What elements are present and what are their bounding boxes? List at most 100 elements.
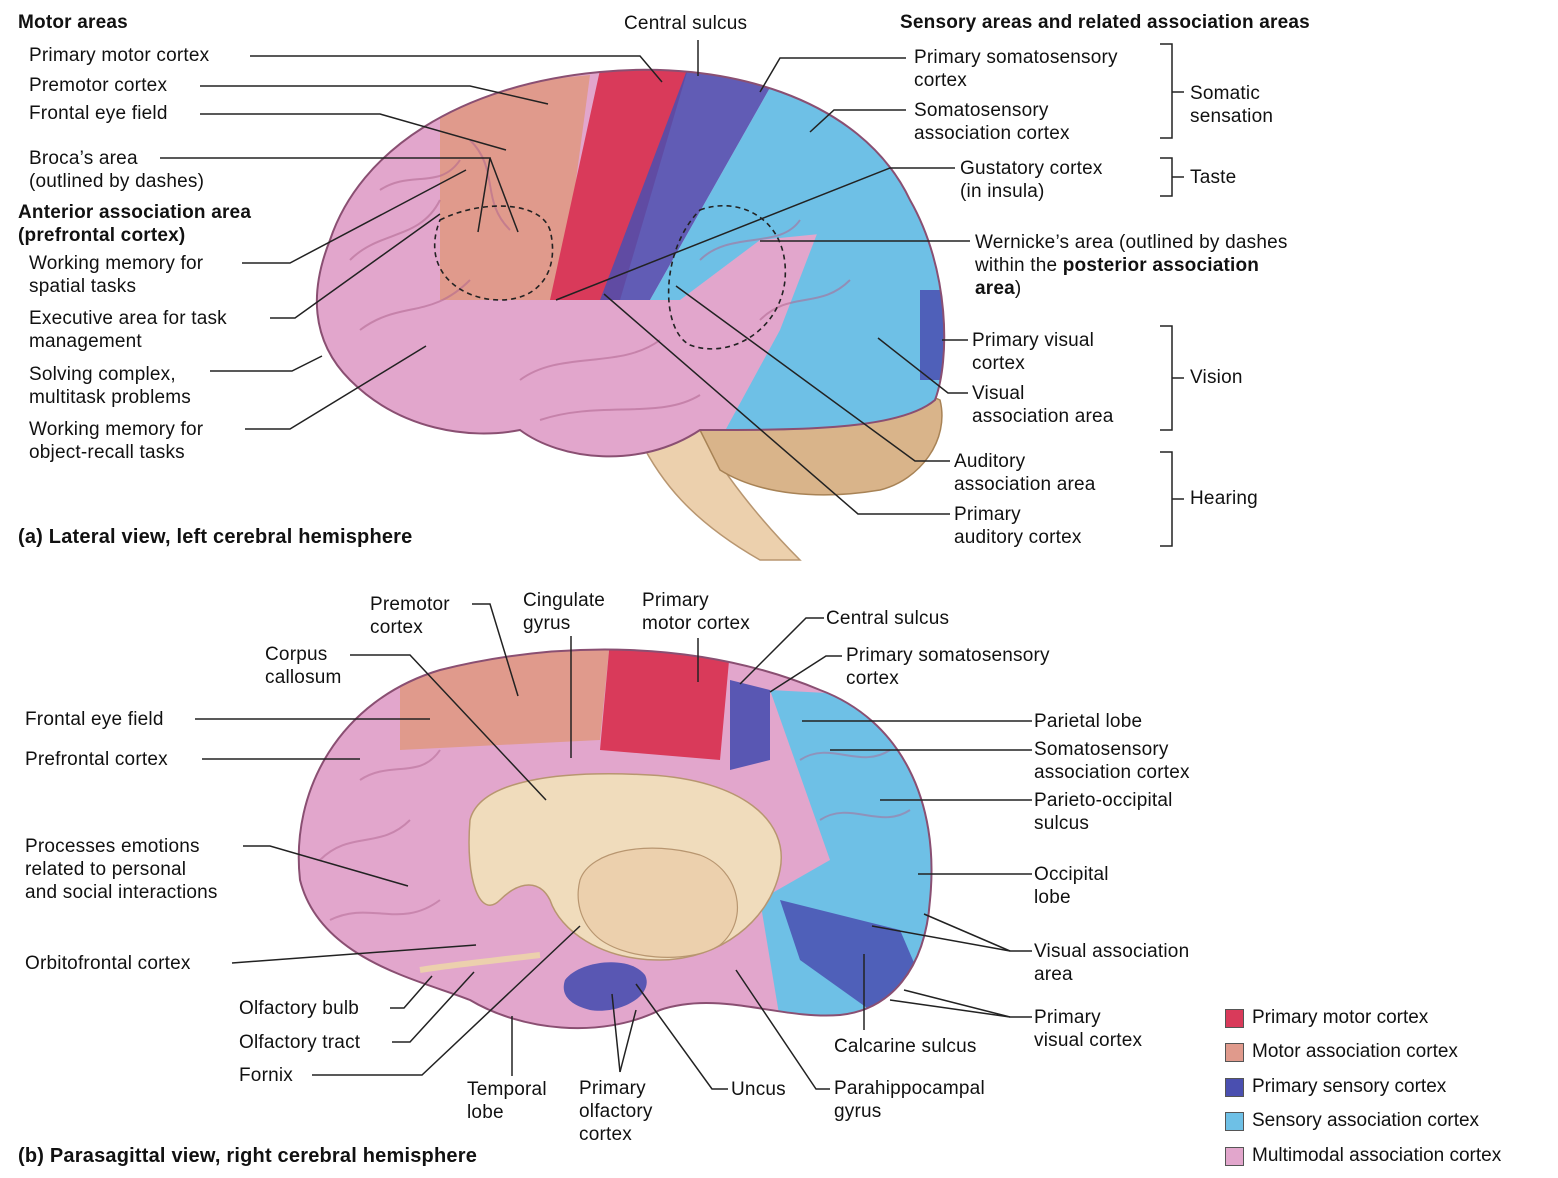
primary-somato-region-b (730, 680, 770, 770)
label-wernicke-line2-bold: posterior association (1062, 255, 1260, 276)
group-somatic-line2: sensation (1190, 106, 1274, 127)
legend-item: Primary motor cortex (1225, 1007, 1428, 1029)
label-primary-visual-line1-a: Primary visual (972, 330, 1095, 351)
label-primary-visual-line1-b: Primary (1034, 1007, 1101, 1028)
label-primary-visual-line2-a: cortex (972, 353, 1025, 374)
label-olfactory-bulb: Olfactory bulb (239, 998, 360, 1019)
label-gustatory-line2: (in insula) (960, 181, 1045, 202)
label-wernicke-line3-bold: area (975, 278, 1015, 299)
label-wernicke-line2-plain: within the (975, 255, 1063, 276)
label-cingulate-line1: Cingulate (523, 590, 606, 611)
legend-swatch (1225, 1042, 1244, 1062)
medial-brain (297, 648, 933, 1030)
label-somato-assoc-line2-b: association cortex (1034, 762, 1190, 783)
primary-motor-region-a (550, 69, 690, 300)
medial-outline (297, 648, 933, 1030)
label-emotions-line3: and social interactions (25, 882, 218, 903)
label-calcarine-sulcus: Calcarine sulcus (834, 1036, 977, 1057)
label-primary-motor-line2-b: motor cortex (642, 613, 750, 634)
caption-b: (b) Parasagittal view, right cerebral he… (18, 1145, 478, 1167)
label-somato-assoc-line1-a: Somatosensory (914, 100, 1049, 121)
legend-label: Multimodal association cortex (1252, 1145, 1502, 1166)
label-broca-line2: (outlined by dashes) (29, 171, 205, 192)
label-temporal-lobe-line2: lobe (467, 1102, 504, 1123)
label-frontal-eye-field-a: Frontal eye field (29, 103, 168, 124)
label-orbitofrontal: Orbitofrontal cortex (25, 953, 191, 974)
label-visual-assoc-line1-a: Visual (972, 383, 1025, 404)
label-parieto-occipital-line1: Parieto-occipital (1034, 790, 1173, 811)
label-primary-motor-cortex-a: Primary motor cortex (29, 45, 210, 66)
group-taste: Taste (1190, 167, 1237, 188)
label-primary-somato-line1-b: Primary somatosensory (846, 645, 1050, 666)
wernicke-outline (667, 205, 787, 350)
label-uncus: Uncus (731, 1079, 786, 1100)
label-primary-somato-line1-a: Primary somatosensory (914, 47, 1118, 68)
label-emotions-line2: related to personal (25, 859, 187, 880)
label-wernicke-line3-paren: ) (1014, 278, 1022, 299)
label-primary-auditory-line1: Primary (954, 504, 1021, 525)
olfactory-cortex-region-b (563, 962, 647, 1011)
label-wm-spatial-line1: Working memory for (29, 253, 204, 274)
olfactory-tract-shape (419, 952, 541, 973)
label-prefrontal-cortex-b: Prefrontal cortex (25, 749, 168, 770)
label-wm-spatial-line2: spatial tasks (29, 276, 137, 297)
label-olfactory-cortex-line1: Primary (579, 1078, 646, 1099)
label-corpus-callosum-line1: Corpus (265, 644, 328, 665)
label-visual-assoc-line2-a: association area (972, 406, 1114, 427)
label-frontal-eye-field-b: Frontal eye field (25, 709, 164, 730)
legend-swatch (1225, 1111, 1244, 1131)
leader-lines-b (195, 603, 1032, 1090)
legend-label: Primary motor cortex (1252, 1007, 1429, 1028)
label-primary-auditory-line2: auditory cortex (954, 527, 1082, 548)
label-broca-line1: Broca’s area (29, 148, 138, 169)
label-olfactory-cortex-line2: olfactory (579, 1101, 653, 1122)
primary-visual-region-b (780, 900, 930, 1010)
label-occipital-line1: Occipital (1034, 864, 1109, 885)
label-occipital-line2: lobe (1034, 887, 1071, 908)
legend-item: Sensory association cortex (1225, 1110, 1479, 1132)
label-solving-line1: Solving complex, (29, 364, 176, 385)
label-auditory-assoc-line2: association area (954, 474, 1096, 495)
label-wernicke-line1: Wernicke’s area (outlined by dashes (975, 232, 1288, 253)
sensory-areas-header: Sensory areas and related association ar… (900, 12, 1310, 33)
primary-visual-region-a (720, 200, 945, 440)
label-wernicke-line3: area) (975, 277, 1021, 300)
label-wm-object-line1: Working memory for (29, 419, 204, 440)
lateral-brain (315, 68, 946, 561)
legend-swatch (1225, 1008, 1244, 1028)
group-hearing: Hearing (1190, 488, 1258, 509)
leader-lines-a (160, 40, 1184, 547)
label-visual-assoc-line1-b: Visual association (1034, 941, 1190, 962)
label-primary-visual-line2-b: visual cortex (1034, 1030, 1143, 1051)
label-executive-line1: Executive area for task (29, 308, 227, 329)
central-sulcus-label-a: Central sulcus (624, 13, 748, 34)
label-primary-somato-line2-b: cortex (846, 668, 899, 689)
legend-label: Sensory association cortex (1252, 1110, 1480, 1131)
label-emotions-line1: Processes emotions (25, 836, 200, 857)
label-somato-assoc-line1-b: Somatosensory (1034, 739, 1169, 760)
label-executive-line2: management (29, 331, 142, 352)
label-gustatory-line1: Gustatory cortex (960, 158, 1103, 179)
primary-visual-pole-a (920, 290, 945, 380)
label-parahippocampal-line1: Parahippocampal (834, 1078, 985, 1099)
motor-areas-header: Motor areas (18, 12, 128, 33)
legend-swatch (1225, 1077, 1244, 1097)
label-solving-line2: multitask problems (29, 387, 191, 408)
group-somatic-line1: Somatic (1190, 83, 1261, 104)
legend-item: Motor association cortex (1225, 1041, 1458, 1063)
label-olfactory-cortex-line3: cortex (579, 1124, 632, 1145)
label-parietal-lobe: Parietal lobe (1034, 711, 1143, 732)
label-cingulate-line2: gyrus (523, 613, 571, 634)
primary-somato-region-a (600, 69, 780, 300)
label-primary-somato-line2-a: cortex (914, 70, 967, 91)
motor-assoc-region-a (440, 75, 590, 300)
label-wernicke-line2: within the posterior association (975, 254, 1259, 277)
label-auditory-assoc-line1: Auditory (954, 451, 1026, 472)
legend-item: Primary sensory cortex (1225, 1076, 1446, 1098)
label-fornix: Fornix (239, 1065, 293, 1086)
broca-outline (433, 205, 554, 301)
label-parahippocampal-line2: gyrus (834, 1101, 882, 1122)
caption-a: (a) Lateral view, left cerebral hemisphe… (18, 526, 413, 548)
